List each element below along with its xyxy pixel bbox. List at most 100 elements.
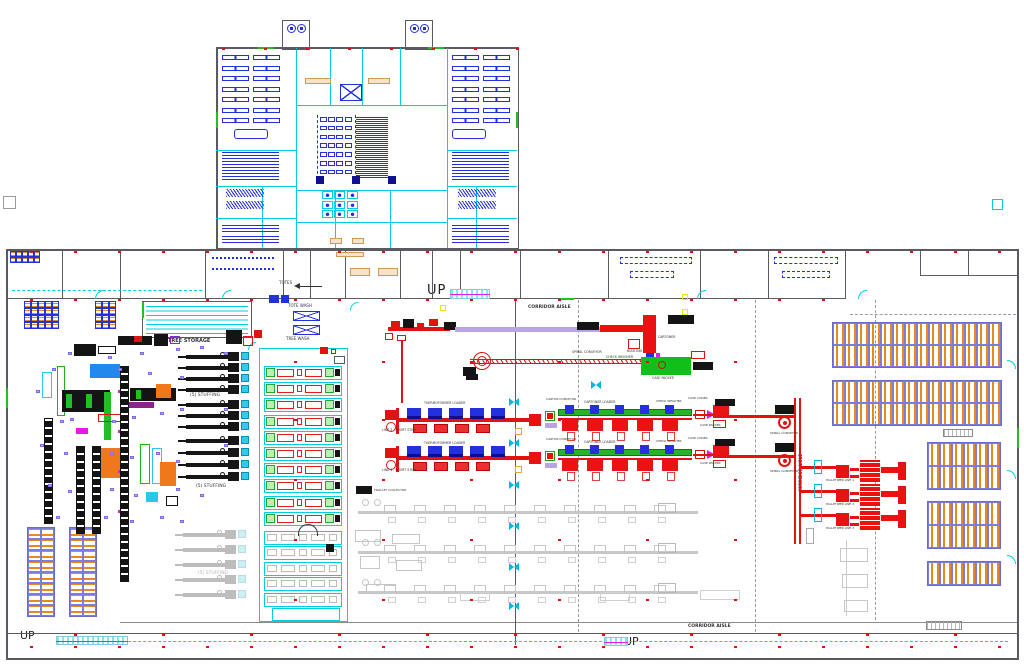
carton-hopper (665, 405, 674, 414)
cartoner-unit (612, 460, 628, 471)
desk (452, 118, 479, 123)
rack-cell (881, 403, 893, 425)
loader-unit (491, 408, 505, 416)
smokehouse-part (267, 549, 277, 557)
loader-unit (449, 446, 463, 454)
stuffer-stub (178, 415, 186, 417)
column-grid-dot (264, 47, 267, 51)
grid-table-cell (16, 251, 22, 257)
ghost-reel (362, 499, 369, 506)
callout-tag (108, 356, 112, 359)
desk (320, 161, 327, 166)
machine-shape (254, 330, 262, 338)
smokehouse-part (311, 580, 325, 588)
column-grid-dot (294, 418, 297, 422)
door-arc (95, 290, 104, 299)
xbox-item (293, 311, 320, 321)
infeed-frame (545, 411, 555, 421)
ghost-unit-lower (448, 597, 456, 603)
smokehouse-part (277, 433, 294, 442)
room-outline (259, 348, 348, 622)
stuffer-stub (175, 564, 183, 566)
ghost-unit-lower (478, 557, 486, 563)
column-grid-dot (866, 645, 869, 649)
door-arc (1007, 555, 1016, 564)
column-grid-dot (250, 250, 253, 254)
desk (334, 191, 346, 199)
rack-cell (28, 539, 41, 550)
desk (334, 210, 346, 218)
smokehouse-part (266, 497, 275, 507)
ghost-unit (504, 505, 516, 514)
ghost-unit (474, 585, 486, 594)
rack-cell (41, 550, 54, 561)
stuffer-head (228, 374, 239, 383)
smokehouse-part (325, 513, 334, 523)
machine-label: PALLETIZER LINE 1 (826, 478, 855, 482)
desk (452, 76, 479, 81)
stuffer-stub (175, 549, 183, 551)
bowtie-icon (514, 398, 519, 406)
dashed-line (578, 300, 579, 632)
yellow-marker (682, 294, 688, 300)
ghost-unit-lower (628, 557, 636, 563)
carton-chute (642, 432, 650, 441)
case-packer-aux (713, 460, 726, 468)
seating-band (226, 189, 264, 197)
wall (845, 249, 846, 299)
cartoner-unit (587, 420, 603, 431)
machine-shape (290, 27, 293, 30)
machine-shape (420, 24, 429, 33)
tan-item (305, 78, 331, 84)
wall (432, 249, 433, 299)
rack-cell (929, 323, 941, 345)
smokehouse-row (264, 366, 342, 380)
machine-shape (134, 336, 142, 342)
rack-cell (905, 323, 917, 345)
grid-table-cell (45, 315, 52, 322)
machine-shape (423, 27, 426, 30)
ghost-unit (654, 585, 666, 594)
stuffer-stub (178, 476, 186, 478)
smokehouse-part (297, 385, 302, 393)
column-grid-dot (250, 645, 253, 649)
stuffer-head (225, 590, 236, 599)
column-grid-dot (514, 633, 517, 636)
smokehouse-part (297, 466, 302, 474)
wall (216, 150, 296, 151)
ghost-unit-lower (658, 597, 666, 603)
stuffer-bar (186, 475, 230, 479)
rack-cell (905, 403, 917, 425)
palletizer-part (860, 484, 880, 506)
tree-storage-rails (146, 304, 248, 334)
callout-tag (130, 520, 134, 523)
smokehouse-row (264, 561, 342, 576)
grid-table-cell (45, 301, 52, 308)
machine-shape (287, 24, 296, 33)
machine-shape (355, 530, 381, 542)
grid-table-cell (24, 308, 31, 315)
cartoner-unit (662, 460, 678, 471)
rack-cell (988, 562, 1000, 585)
wall (216, 186, 296, 187)
machine-shape (300, 27, 303, 30)
wall (400, 249, 401, 299)
door-arc (1007, 470, 1016, 479)
desk (253, 118, 280, 123)
smokehouse-part (335, 369, 340, 376)
smokehouse-part (266, 368, 275, 377)
column-grid-dot (474, 47, 477, 51)
machine-shape (794, 398, 796, 544)
palletizer-part (850, 468, 859, 471)
loader-base (449, 454, 463, 457)
rack-cell (881, 323, 893, 345)
column-grid-dot (382, 645, 385, 649)
column-grid-dot (734, 538, 737, 542)
machine-shape (806, 528, 814, 544)
stuffer-dial (220, 374, 225, 379)
rack-cell (833, 403, 845, 425)
callout-tag (224, 408, 228, 411)
rack-cell (940, 443, 952, 466)
ghost-unit-lower (538, 597, 546, 603)
machine-shape (391, 321, 400, 328)
